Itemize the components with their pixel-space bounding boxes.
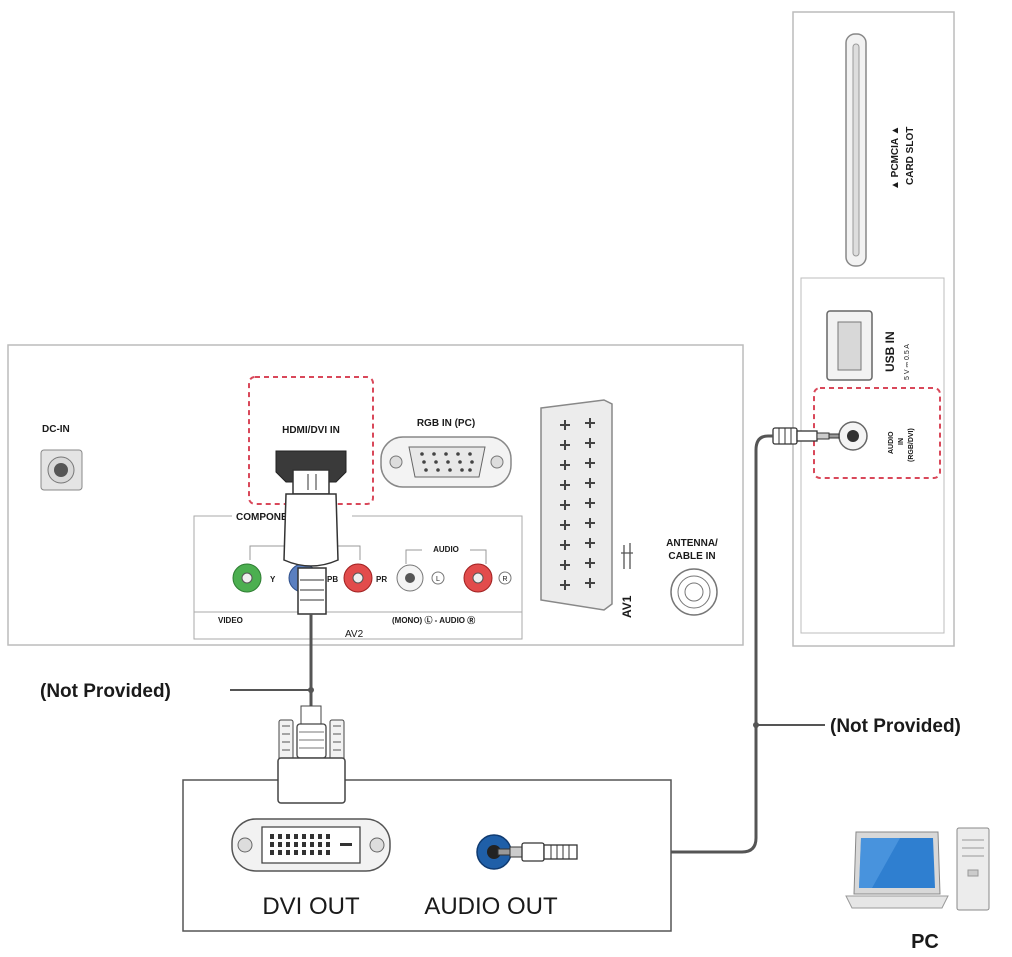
audio-in-label-1: AUDIO xyxy=(888,431,895,454)
dvi-plug xyxy=(277,705,346,804)
usb-port xyxy=(826,310,873,381)
y-jack xyxy=(232,563,262,593)
rgb-in-port xyxy=(380,436,512,488)
y-jack-label: Y xyxy=(270,575,276,584)
pr-jack-label: PR xyxy=(376,575,387,584)
hdmi-dvi-in-label: HDMI/DVI IN xyxy=(282,425,340,436)
audio-in-plug xyxy=(772,427,840,445)
audio-in-label-3: (RGB/DVI) xyxy=(908,428,915,462)
audio-out-plug xyxy=(497,842,578,862)
audio-r-jack xyxy=(463,563,493,593)
dc-in-jack xyxy=(40,449,83,491)
card-slot-label: CARD SLOT xyxy=(905,127,916,185)
dvi-out-port xyxy=(231,818,391,872)
audio-l-jack xyxy=(396,564,424,592)
tv-back-panel xyxy=(7,344,744,646)
pc-tower-icon xyxy=(956,827,990,911)
laptop-icon xyxy=(845,831,949,909)
av2-label: AV2 xyxy=(345,629,364,640)
audio-l-label: L xyxy=(436,576,440,583)
av1-label: AV1 xyxy=(620,595,634,618)
audio-group-label: AUDIO xyxy=(433,545,459,554)
usb-rating-label: 5 V ⎓ 0.5 A xyxy=(904,344,911,380)
component-av2-panel xyxy=(193,515,523,640)
component-label: COMPONENT IN xyxy=(236,512,314,523)
hdmi-plug xyxy=(283,469,339,615)
audio-in-jack xyxy=(838,421,868,451)
right-cable-callout: (Not Provided) xyxy=(830,716,961,737)
cable-in-label: CABLE IN xyxy=(668,551,715,562)
antenna-label: ANTENNA/ xyxy=(666,538,718,549)
pr-jack xyxy=(343,563,373,593)
audio-out-label: AUDIO OUT xyxy=(424,893,558,920)
antenna-jack xyxy=(670,568,718,616)
left-cable-callout: (Not Provided) xyxy=(40,681,171,702)
dc-in-label: DC-IN xyxy=(42,424,70,435)
side-lower-panel xyxy=(800,277,945,634)
tv-side-panel xyxy=(792,11,955,647)
rgb-in-label: RGB IN (PC) xyxy=(417,418,475,429)
scart-av1-port xyxy=(540,399,613,611)
pb-jack-label: PB xyxy=(327,575,338,584)
audio-in-label-2: IN xyxy=(898,438,905,445)
video-label: VIDEO xyxy=(218,616,243,625)
usb-in-label: USB IN xyxy=(883,331,897,372)
pc-label: PC xyxy=(911,931,939,953)
audio-r-label: R xyxy=(502,576,507,583)
mono-audio-label: (MONO) Ⓛ - AUDIO Ⓡ xyxy=(392,615,475,625)
dvi-out-label: DVI OUT xyxy=(262,893,360,920)
pcmcia-card-slot xyxy=(845,33,867,267)
av1-symbol-icon xyxy=(621,543,633,569)
audio-cable xyxy=(577,434,825,854)
pcmcia-label: ▲ PCMCIA ▲ xyxy=(890,126,901,190)
